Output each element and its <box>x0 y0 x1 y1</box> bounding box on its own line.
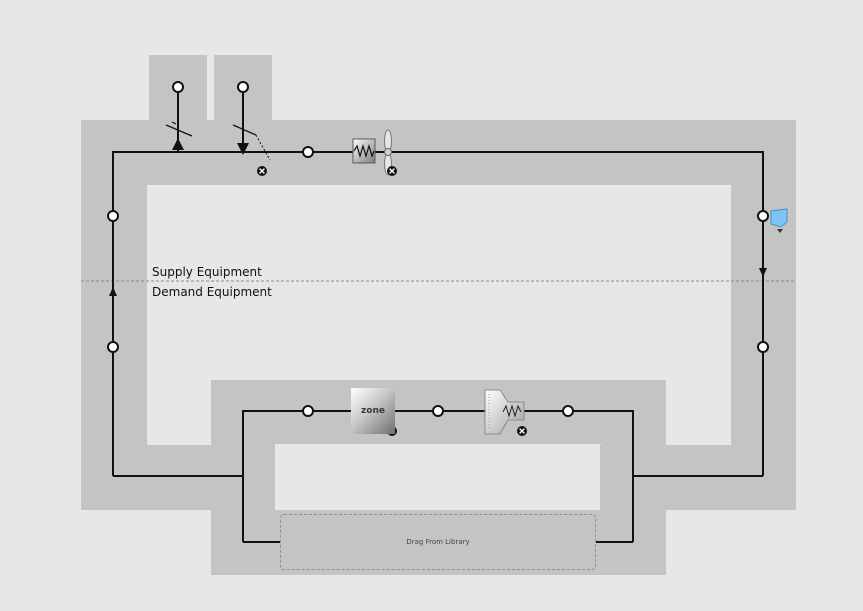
supply-equipment-label: Supply Equipment <box>152 265 262 279</box>
flow-arrow-icon <box>237 143 249 155</box>
flow-arrow-icon <box>172 138 184 150</box>
remove-icon[interactable] <box>387 166 397 176</box>
drag-from-library-dropzone[interactable]: Drag From Library <box>280 514 596 570</box>
supply-node <box>107 341 119 353</box>
heating-coil-icon[interactable] <box>352 138 376 164</box>
loop-band <box>81 55 796 575</box>
air-terminal-icon[interactable] <box>484 389 525 435</box>
demand-node <box>432 405 444 417</box>
drag-from-library-label: Drag From Library <box>406 538 470 546</box>
outdoor-air-node-icon[interactable] <box>172 81 184 93</box>
supply-node <box>757 210 769 222</box>
remove-icon[interactable] <box>257 166 267 176</box>
remove-icon[interactable] <box>517 426 527 436</box>
relief-air-node-icon[interactable] <box>237 81 249 93</box>
supply-node <box>107 210 119 222</box>
demand-equipment-label: Demand Equipment <box>152 285 272 299</box>
flow-arrow-icon <box>759 268 767 277</box>
flow-arrow-icon <box>109 287 117 296</box>
supply-node <box>757 341 769 353</box>
zone-icon[interactable]: zone <box>351 388 395 434</box>
demand-node <box>562 405 574 417</box>
demand-nodes[interactable] <box>302 405 574 417</box>
setpoint-manager-icon[interactable] <box>770 208 788 233</box>
zone-label: zone <box>361 406 385 416</box>
supply-node <box>302 146 314 158</box>
oa-damper-icon[interactable] <box>232 124 271 161</box>
supply-nodes[interactable] <box>107 146 769 353</box>
demand-node <box>302 405 314 417</box>
oa-damper-icon[interactable] <box>165 121 193 137</box>
